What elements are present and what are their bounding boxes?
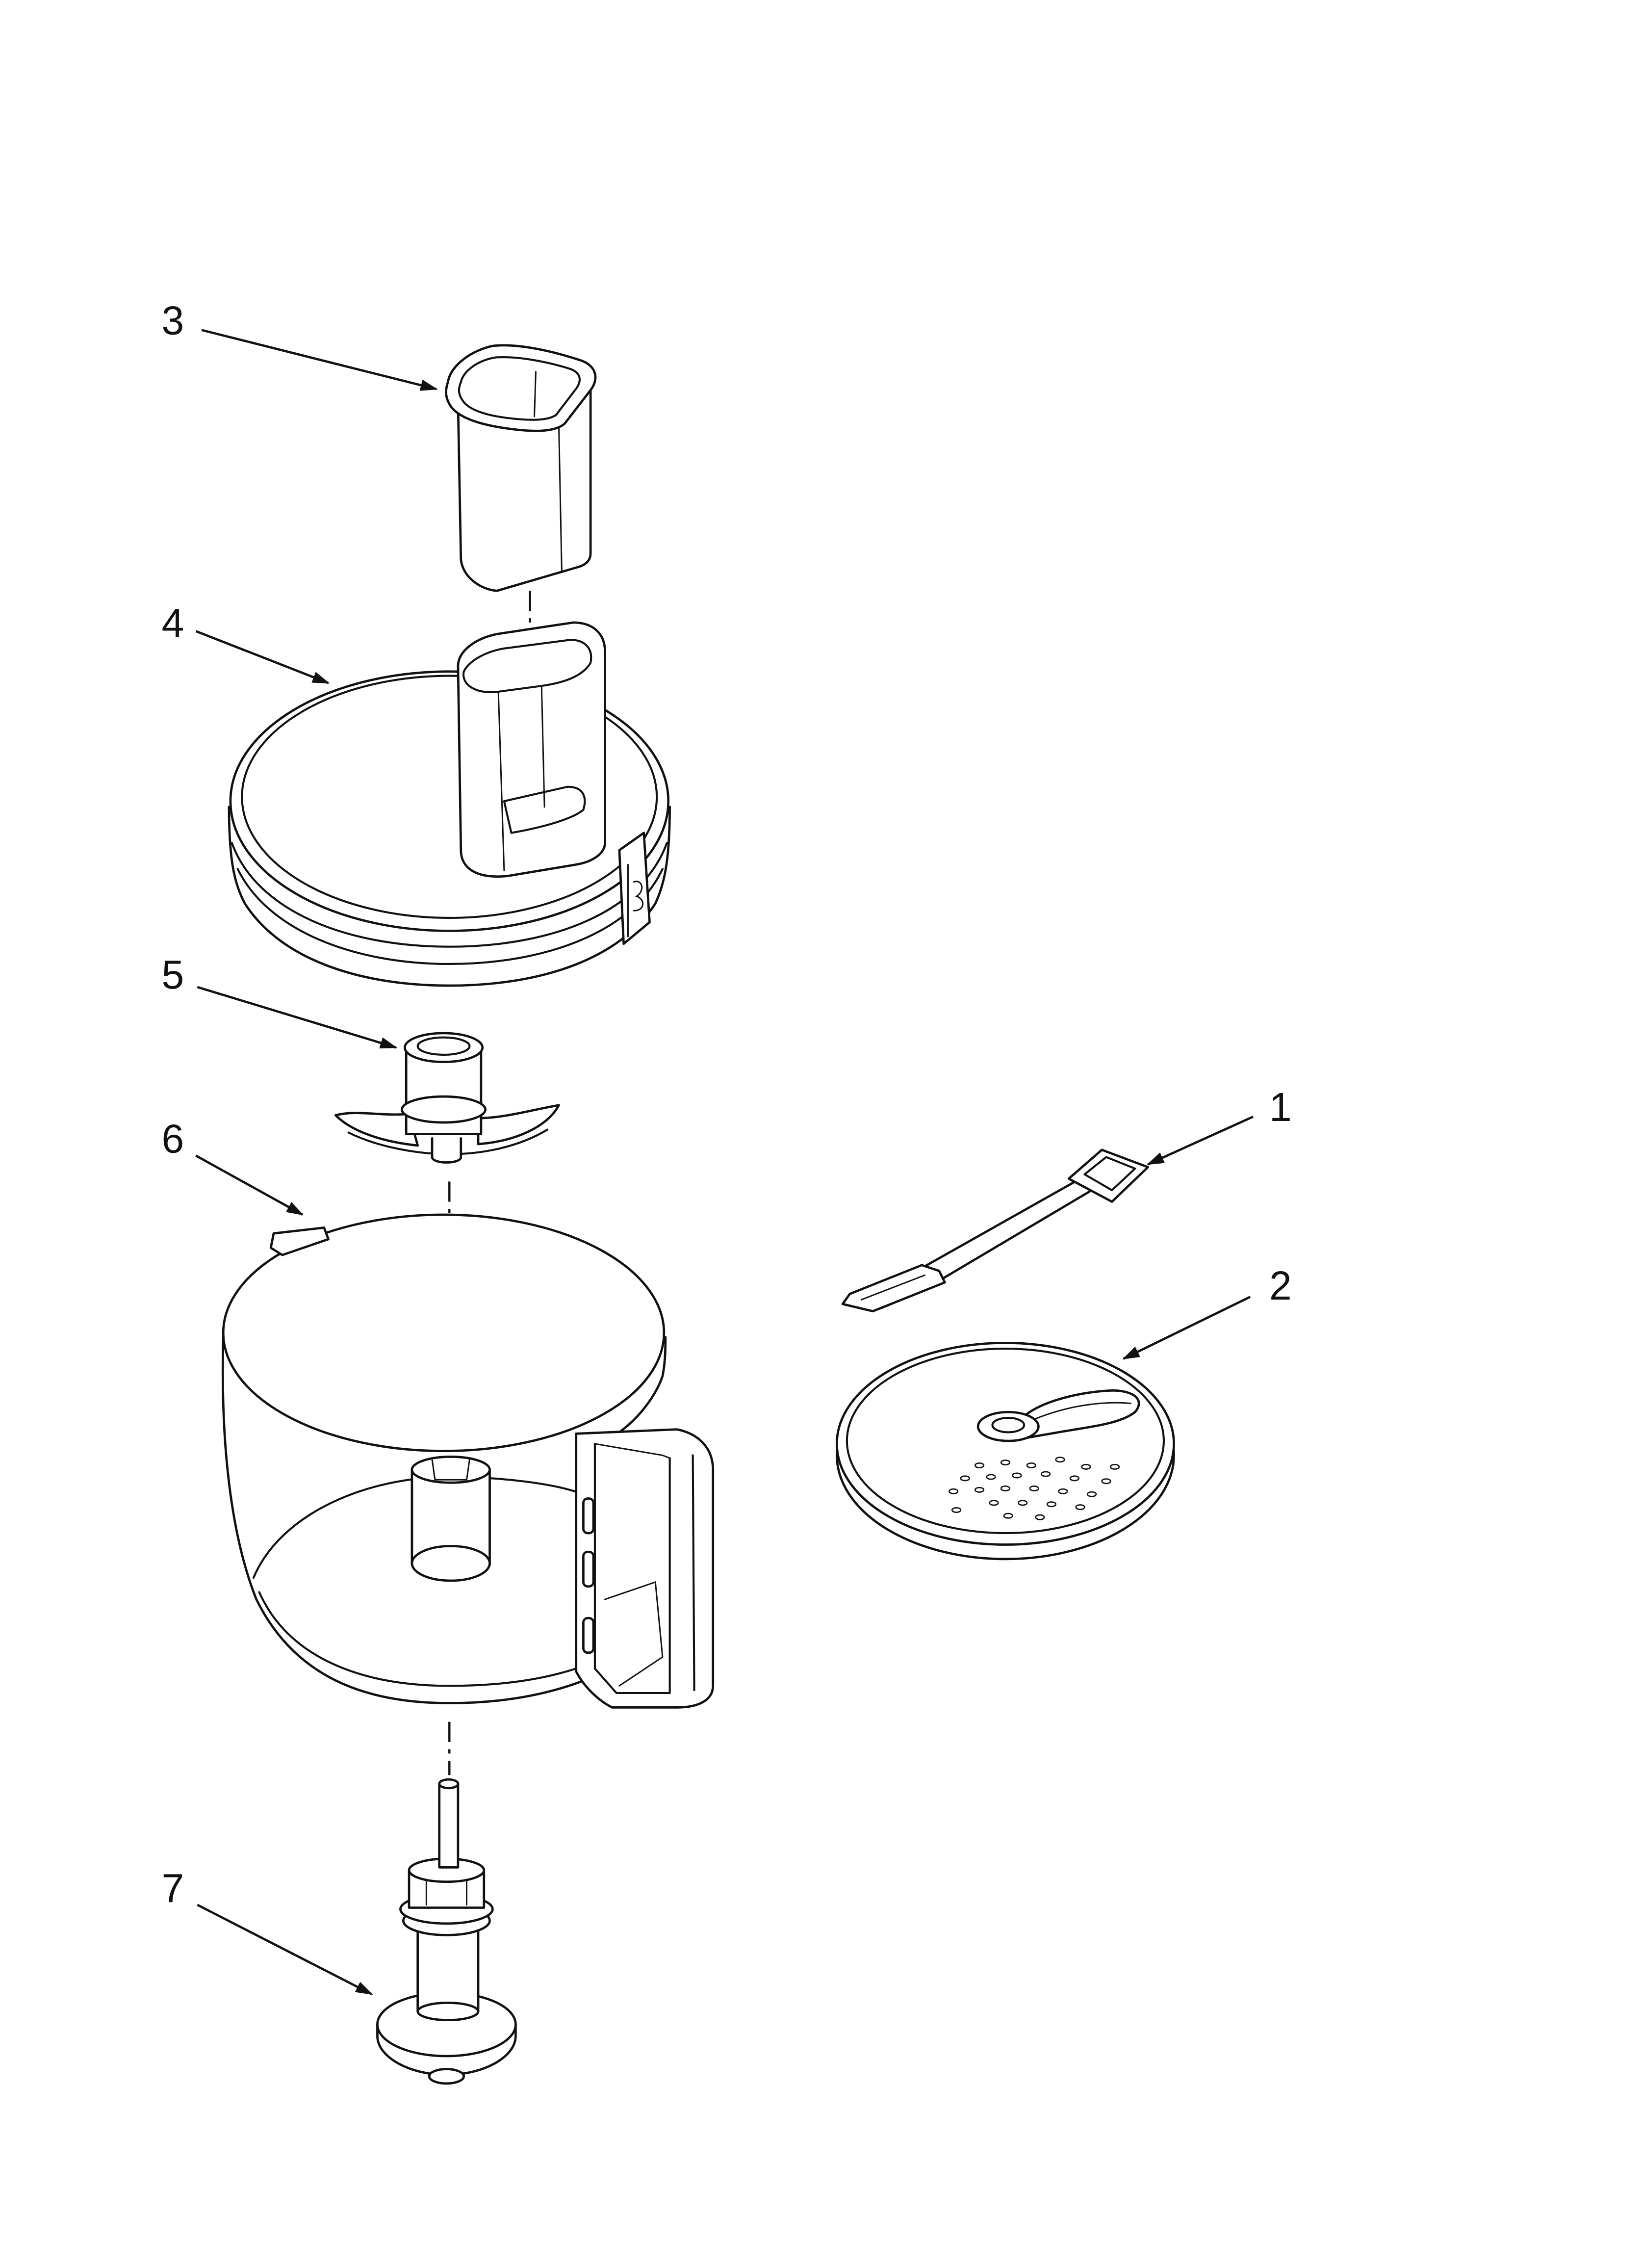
bowl-center-tube-notch — [431, 1459, 470, 1481]
lid-top-inner — [241, 675, 658, 919]
pusher-front-edge — [558, 426, 563, 572]
arrow-callout-6 — [195, 1154, 304, 1216]
pusher-body — [457, 382, 592, 592]
feed-tube-bottom-view — [503, 785, 586, 834]
part-1-spatula — [841, 1148, 1150, 1313]
callout-numbers: 3 4 5 6 7 1 2 — [162, 299, 1292, 1911]
callout-3: 3 — [162, 299, 184, 343]
spatula-stem — [921, 1177, 1093, 1284]
blade-spindle — [431, 1137, 462, 1164]
disc-hub-hole — [991, 1417, 1026, 1434]
part-2-slicing-disc — [835, 1341, 1175, 1561]
part-4-lid — [228, 621, 671, 987]
pusher-rim-outer — [445, 344, 597, 432]
blade-left — [334, 1112, 419, 1147]
handle-slot-1 — [582, 1497, 595, 1535]
feed-tube-inner-1 — [497, 691, 505, 871]
pusher-rim-inner — [458, 356, 581, 421]
part-6-work-bowl — [221, 1213, 715, 1709]
handle-slot-2 — [582, 1550, 595, 1588]
pusher-inner-line — [534, 371, 537, 417]
arrow-callout-1 — [1146, 1116, 1254, 1166]
disc-perforations — [949, 1457, 1120, 1520]
arrow-callout-3 — [201, 329, 438, 391]
bowl-base-line — [258, 1591, 606, 1687]
shaft-pin-tip — [438, 1778, 460, 1790]
disc-hub — [976, 1410, 1040, 1442]
feed-tube-opening — [462, 639, 592, 693]
handle-slot-3 — [582, 1616, 595, 1654]
callout-2: 2 — [1269, 1264, 1292, 1308]
feed-tube-inner-2 — [540, 685, 545, 808]
disc-blade-edge — [1033, 1402, 1131, 1420]
lid-latch-detail — [627, 863, 644, 938]
arrow-callout-4 — [195, 630, 330, 684]
blade-hub-collar — [401, 1095, 487, 1124]
spatula-paddle — [1067, 1148, 1150, 1203]
bowl-top-rim — [222, 1213, 666, 1452]
arrow-callout-7 — [197, 1903, 373, 1995]
bowl-handle-grip — [668, 1454, 695, 1694]
bowl-center-tube-bottom — [410, 1545, 491, 1582]
disc-rim-line — [846, 1348, 1165, 1535]
shaft-body-bottom — [416, 2002, 480, 2022]
lid-latch — [618, 832, 651, 945]
part-5-blade-assembly — [334, 1032, 560, 1164]
arrow-callout-5 — [197, 986, 398, 1049]
callout-1: 1 — [1269, 1085, 1292, 1130]
bowl-handle-inner — [593, 1442, 671, 1694]
spatula-fork-slits — [860, 1274, 934, 1309]
part-3-food-pusher — [445, 344, 597, 592]
callout-4: 4 — [162, 601, 184, 646]
feed-tube — [457, 621, 606, 878]
bowl-handle — [575, 1428, 715, 1709]
bowl-handle-face — [594, 1443, 671, 1687]
shaft-pin — [438, 1782, 460, 1869]
shaft-disc-nub — [428, 2068, 465, 2085]
lid-groove-2 — [236, 868, 664, 965]
blade-right — [477, 1104, 560, 1146]
spatula-paddle-inner — [1083, 1156, 1136, 1192]
callout-6: 6 — [162, 1117, 184, 1162]
blade-hub-bore — [416, 1036, 471, 1056]
bowl-tab — [269, 1226, 330, 1256]
part-7-drive-shaft — [376, 1778, 517, 2085]
callout-arrows — [195, 329, 1254, 1995]
arrow-callout-2 — [1122, 1296, 1251, 1360]
bowl-center-tube-top — [410, 1456, 491, 1484]
callout-7: 7 — [162, 1866, 184, 1911]
callout-5: 5 — [162, 953, 184, 997]
